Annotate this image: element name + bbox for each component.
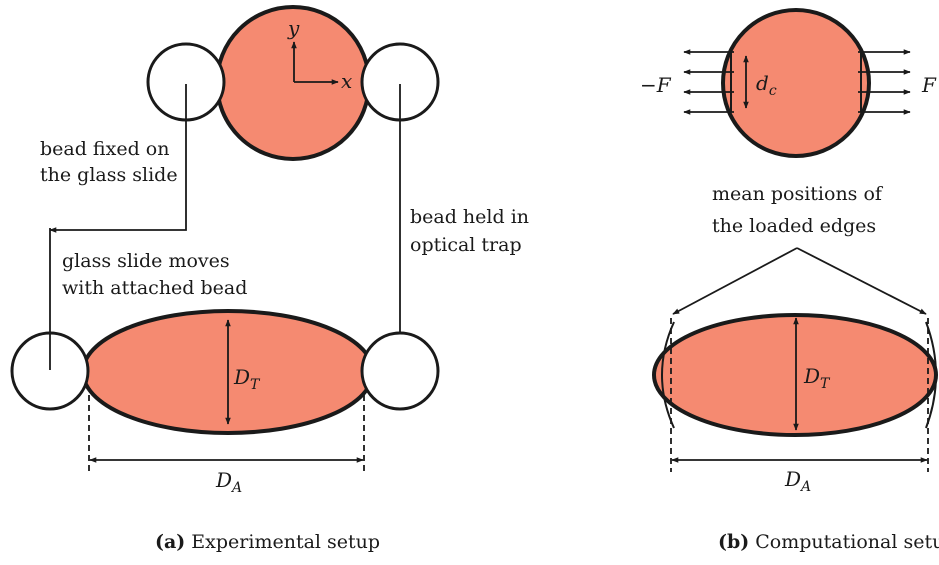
panel-b: −F F dc mean positions of the loaded edg… <box>640 8 939 553</box>
caption-a: (a)Experimental setup <box>155 531 380 553</box>
label-mean-line1: mean positions of <box>712 183 884 205</box>
cell-computational-stretched <box>652 313 938 437</box>
coordinate-axes: y x <box>287 16 352 93</box>
bead-bottom-right <box>360 331 440 411</box>
label-fixed-bead-line2: the glass slide <box>40 164 178 186</box>
dt-label-b: DT <box>803 364 831 392</box>
da-label: DA <box>215 468 242 496</box>
axis-x-label: x <box>341 69 352 93</box>
dc-label: dc <box>756 71 777 99</box>
caption-b: (b)Computational setup <box>718 531 939 553</box>
leader-fixed-bead <box>49 84 187 233</box>
dt-label: DT <box>233 365 261 393</box>
label-slide-line2: with attached bead <box>62 277 247 299</box>
force-arrows-right <box>858 49 911 115</box>
force-right-label: F <box>921 73 937 97</box>
axis-y-label: y <box>287 16 300 40</box>
inner-contour-left <box>661 321 675 429</box>
label-trap-line2: optical trap <box>410 234 522 256</box>
label-fixed-bead-line1: bead fixed on <box>40 138 169 160</box>
force-left-label: −F <box>640 73 672 97</box>
force-arrows-left <box>683 49 734 115</box>
label-slide-line1: glass slide moves <box>62 250 230 272</box>
panel-a: y x bead fixed on the glass slide bead h… <box>10 5 529 553</box>
label-mean-line2: the loaded edges <box>712 215 876 237</box>
label-trap-line1: bead held in <box>410 206 529 228</box>
pointer-right <box>796 247 927 315</box>
cell-computational-top <box>721 8 871 158</box>
pointer-left <box>672 247 798 315</box>
inner-contour-right <box>925 321 937 429</box>
da-label-b: DA <box>784 467 811 495</box>
